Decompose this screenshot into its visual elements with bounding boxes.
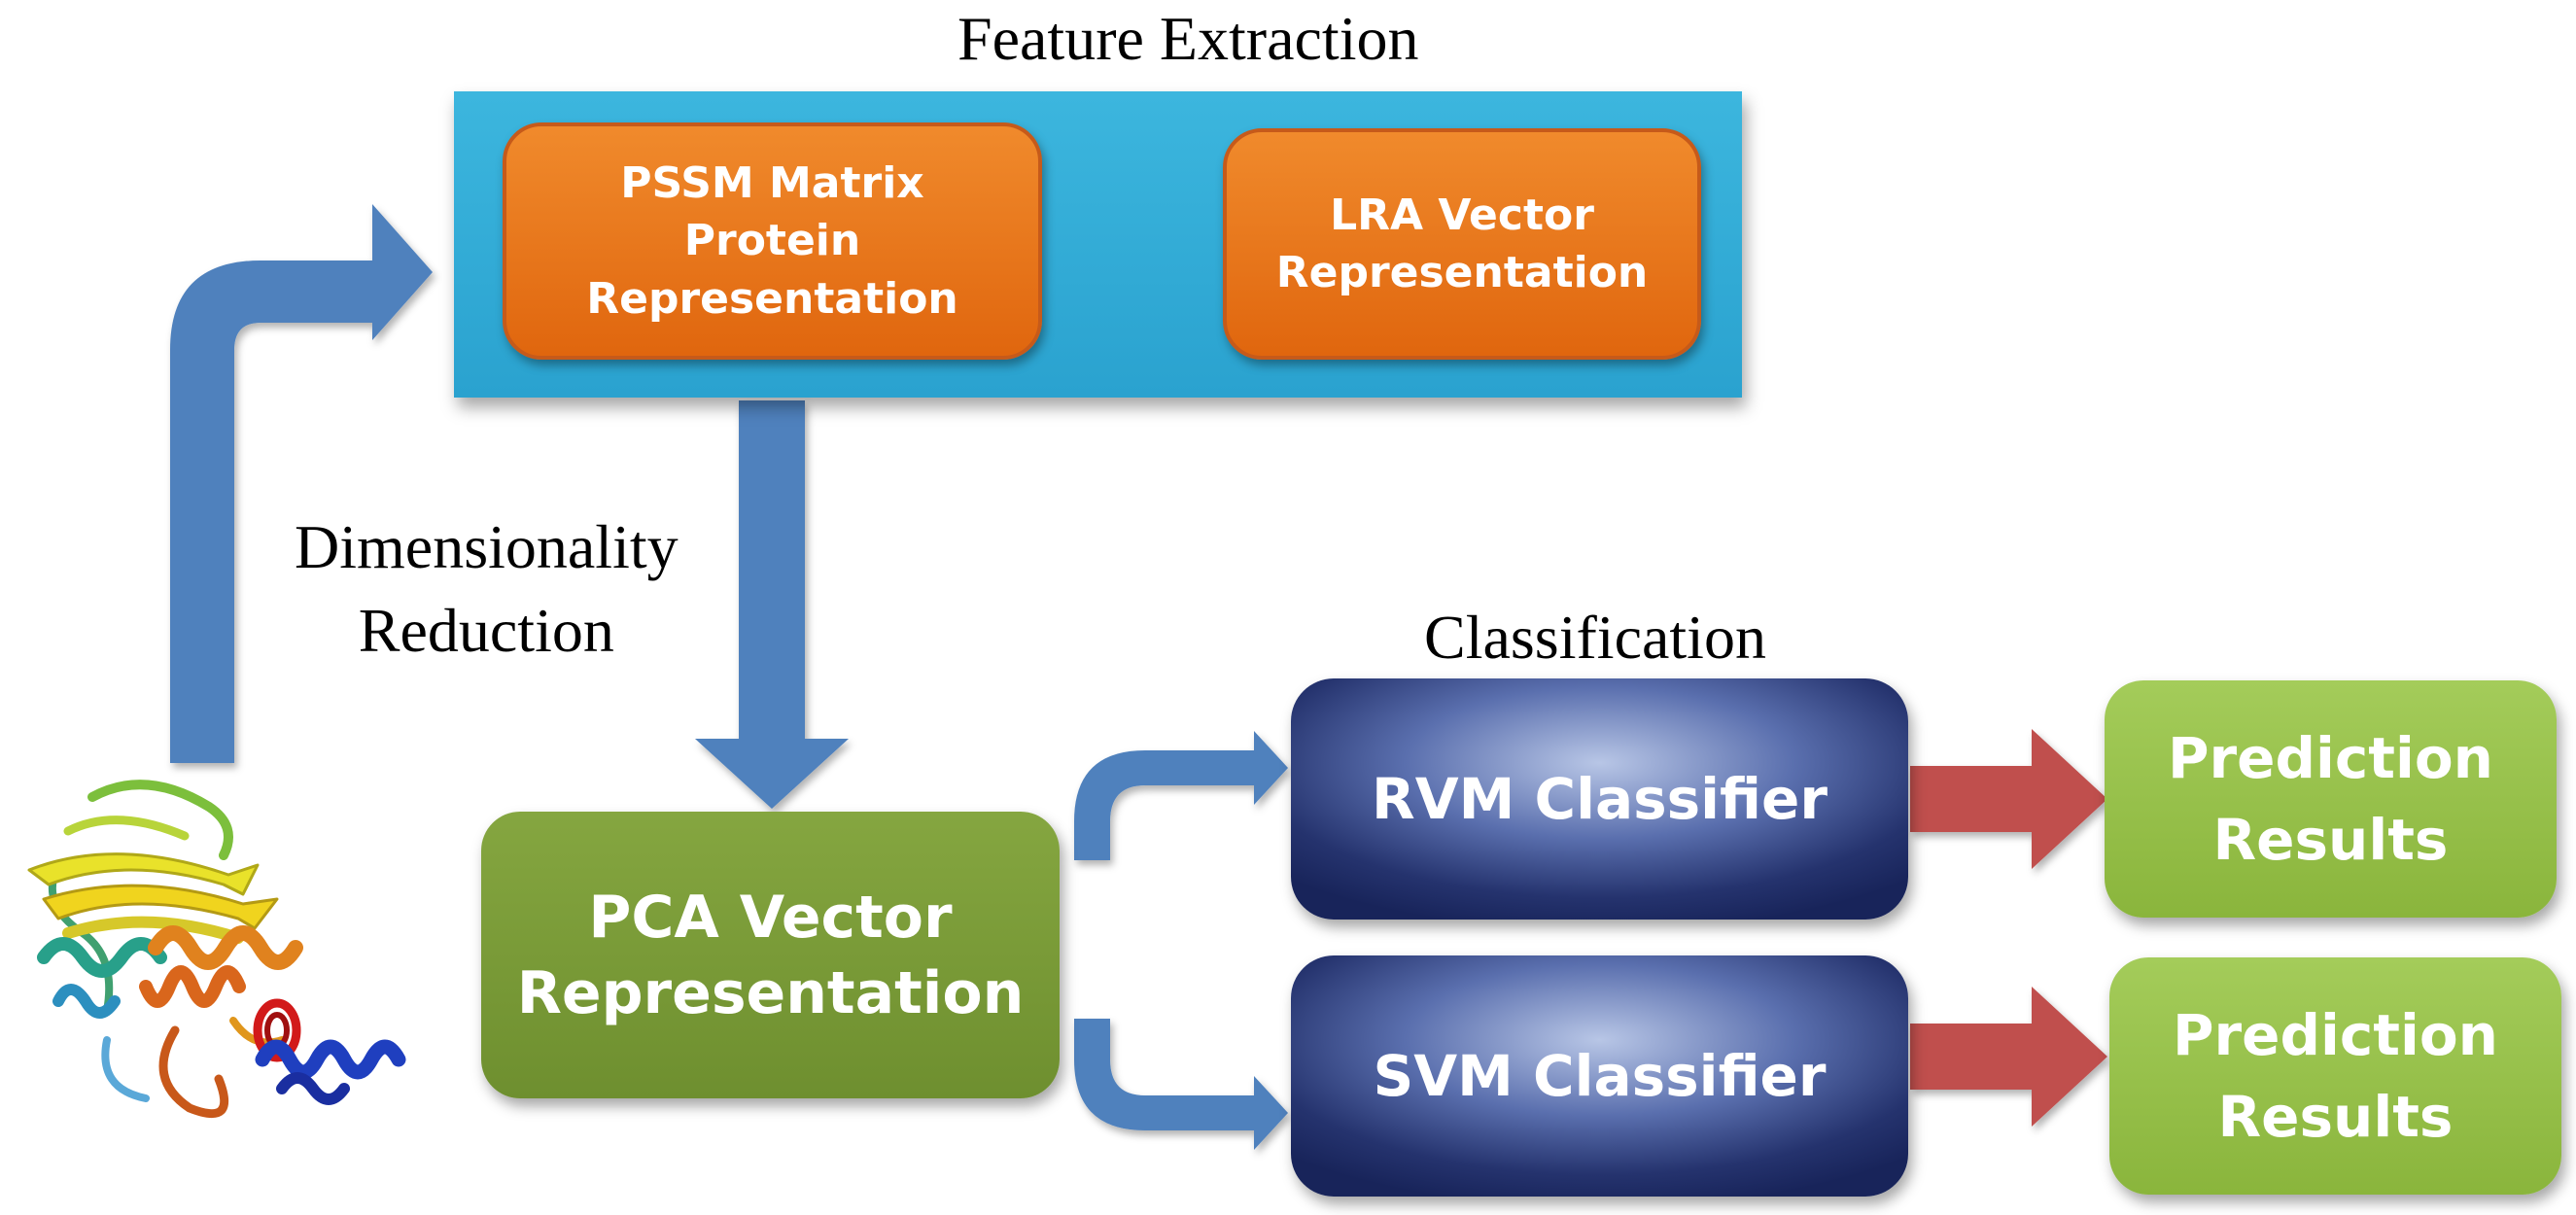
lra-vector-node: LRA Vector Representation: [1223, 128, 1701, 360]
pca-line-2: Representation: [516, 958, 1025, 1027]
svm-to-result-arrow: [1910, 987, 2107, 1127]
input-flow-arrow: [170, 204, 433, 763]
pssm-line-3: Representation: [586, 273, 958, 324]
feature-extraction-label: Feature Extraction: [957, 4, 1419, 73]
pca-vector-node: PCA Vector Representation: [481, 812, 1060, 1098]
pca-to-svm-arrow: [1074, 1019, 1288, 1150]
result-bottom-line-1: Prediction: [2173, 1001, 2498, 1068]
result-top-line-1: Prediction: [2168, 724, 2493, 791]
pca-to-rvm-arrow: [1074, 731, 1288, 860]
svm-classifier-node: SVM Classifier: [1291, 955, 1908, 1197]
result-bottom-line-2: Results: [2217, 1084, 2454, 1150]
prediction-results-bottom-node: Prediction Results: [2109, 957, 2561, 1195]
dimensionality-reduction-line-1: Dimensionality: [295, 512, 679, 581]
rvm-to-result-arrow: [1910, 729, 2107, 869]
pssm-matrix-node: PSSM Matrix Protein Representation: [503, 122, 1042, 360]
pssm-line-1: PSSM Matrix: [620, 157, 924, 208]
rvm-classifier-node: RVM Classifier: [1291, 678, 1908, 920]
reduction-flow-arrow: [695, 400, 849, 809]
pssm-line-2: Protein: [683, 216, 861, 266]
svm-label: SVM Classifier: [1373, 1043, 1827, 1109]
classification-label: Classification: [1424, 603, 1766, 672]
result-top-line-2: Results: [2212, 807, 2449, 873]
dimensionality-reduction-label: Dimensionality Reduction: [295, 505, 679, 673]
pca-line-1: PCA Vector: [588, 883, 953, 952]
lra-line-2: Representation: [1275, 248, 1649, 297]
prediction-results-top-node: Prediction Results: [2105, 680, 2557, 918]
dimensionality-reduction-line-2: Reduction: [358, 596, 614, 665]
lra-line-1: LRA Vector: [1330, 190, 1594, 240]
protein-structure-icon: [27, 780, 406, 1119]
rvm-label: RVM Classifier: [1372, 766, 1828, 832]
